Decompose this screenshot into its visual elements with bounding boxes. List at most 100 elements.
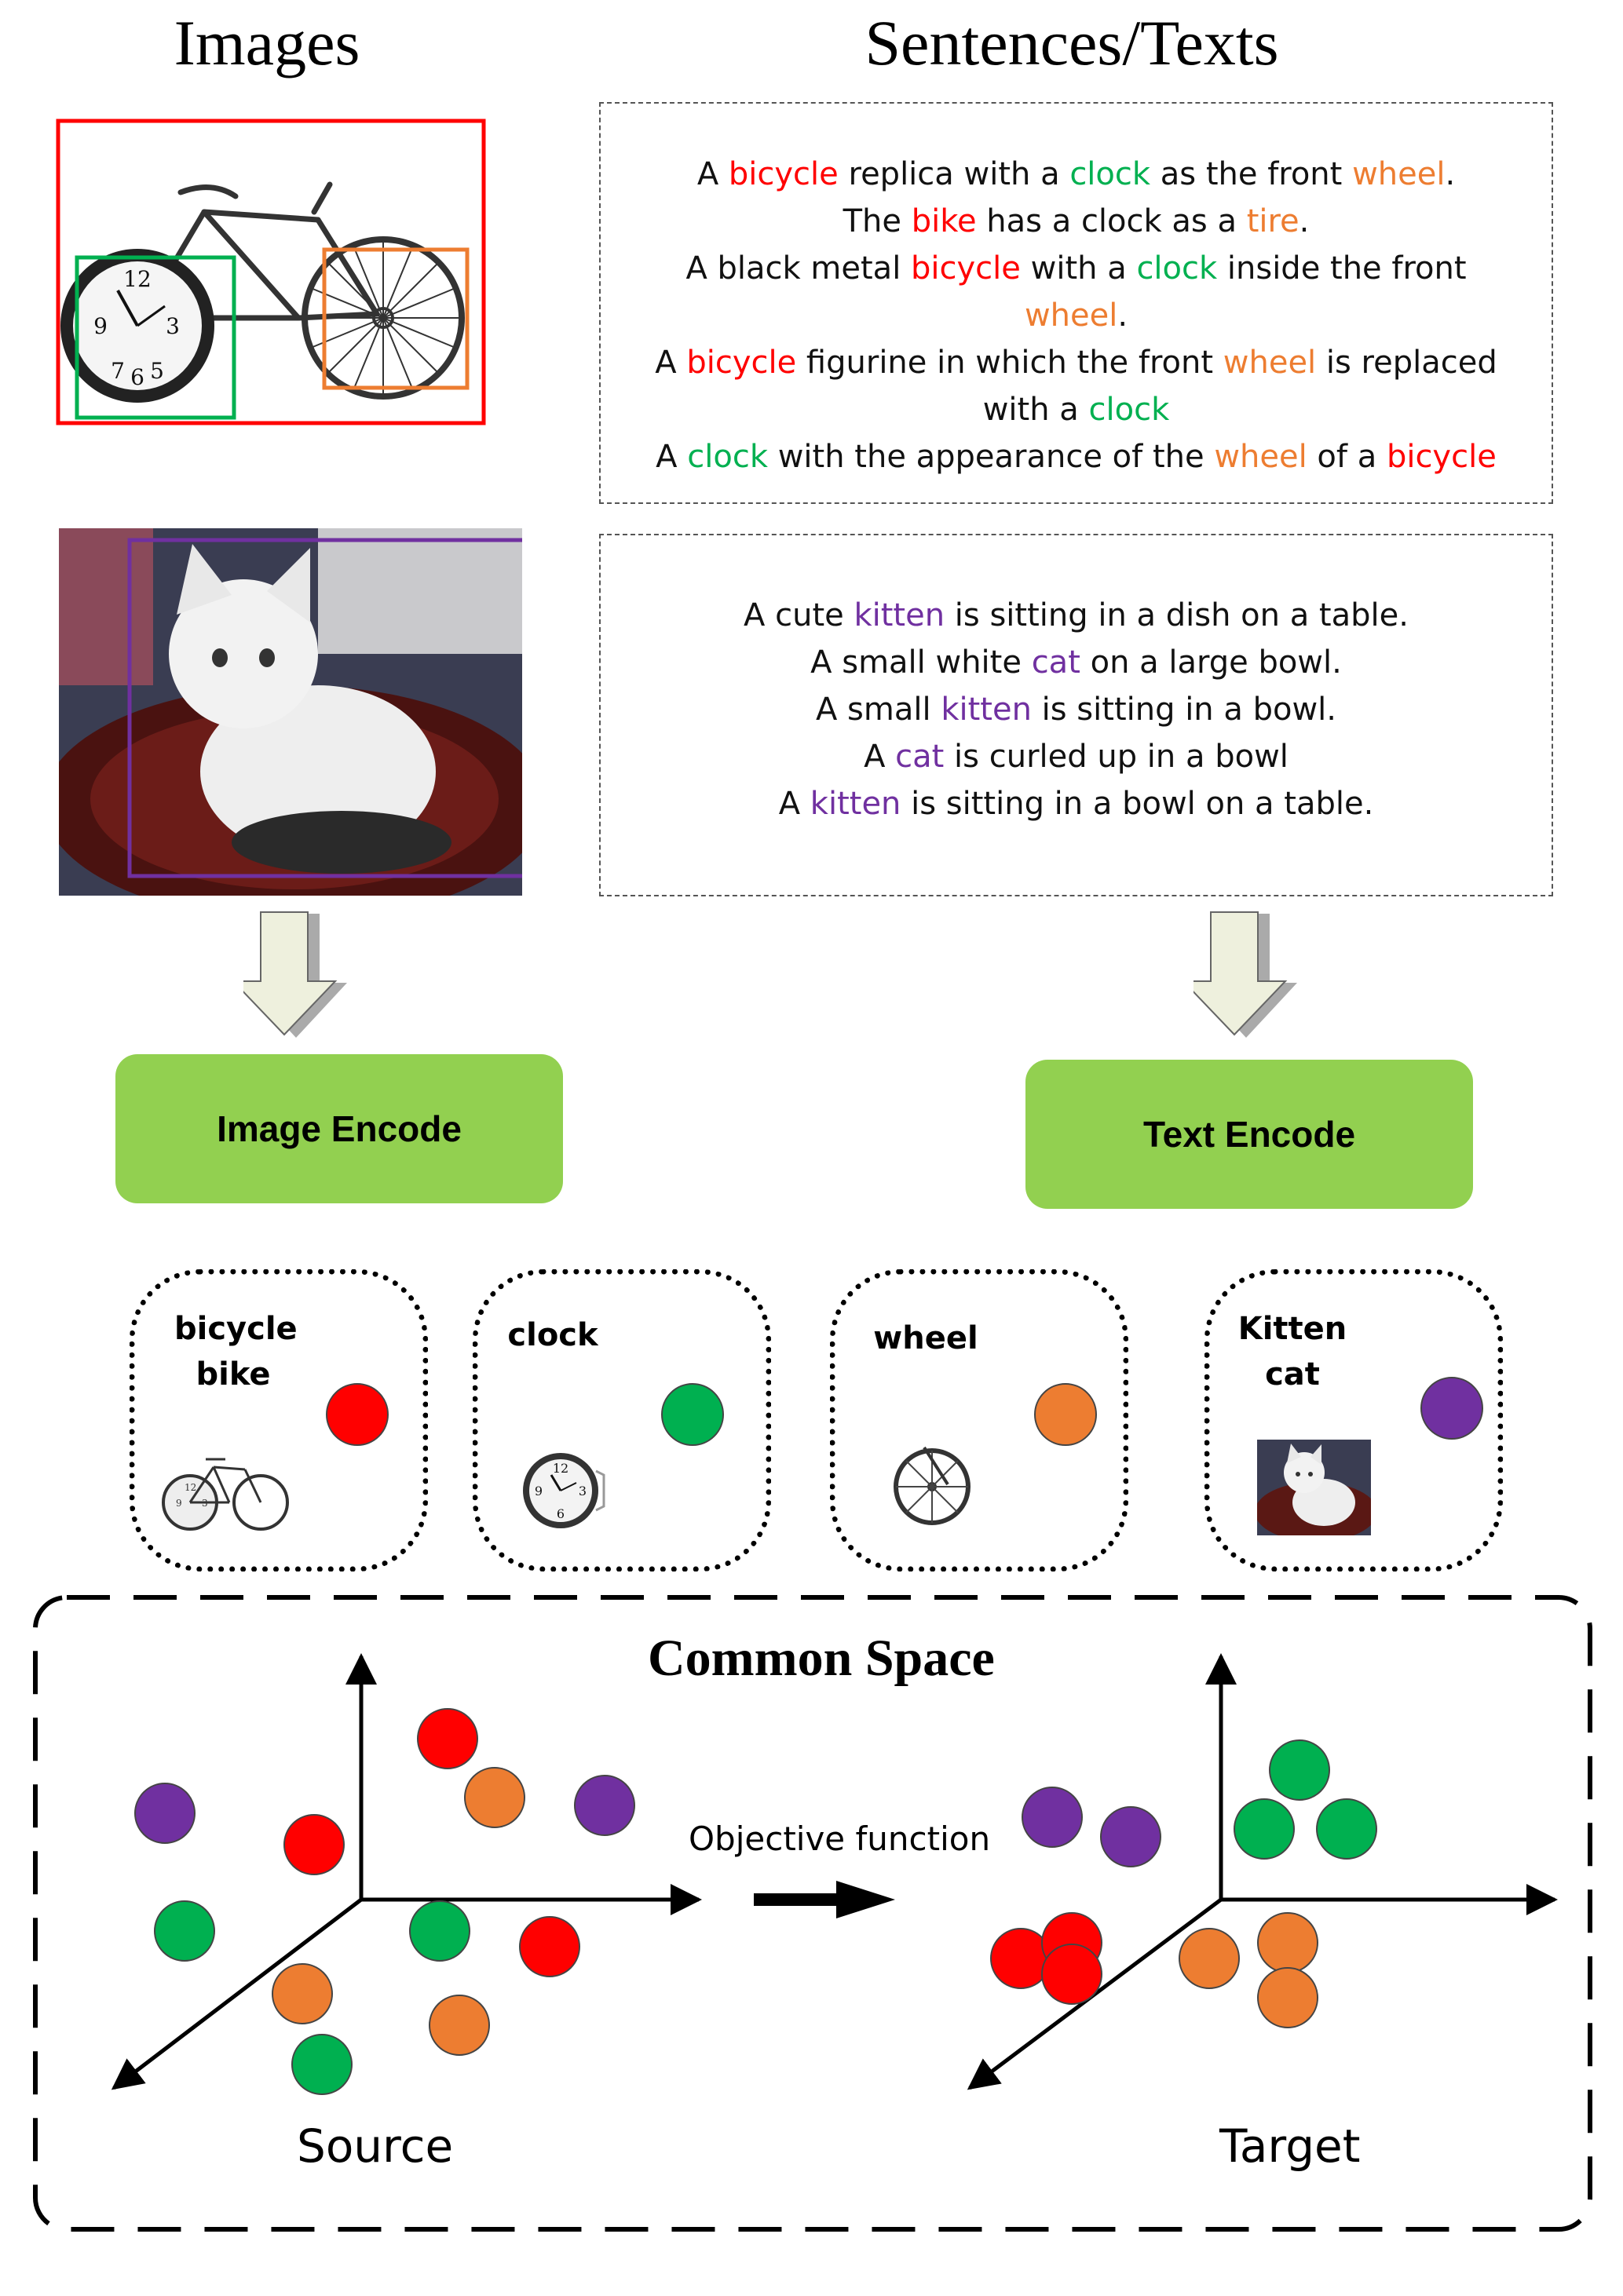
kitten-captions-box: A cute kitten is sitting in a dish on a … (599, 534, 1553, 896)
embedding-point-red (283, 1814, 345, 1875)
embedding-point-purple (574, 1775, 635, 1836)
caption-text: with a (1020, 250, 1137, 287)
caption-text: replica with a (838, 156, 1070, 192)
svg-text:9: 9 (535, 1484, 543, 1498)
concept-box-kitten: Kitten cat (1204, 1269, 1503, 1571)
image-encode-block: Image Encode (115, 1054, 563, 1203)
concept-label-line1: clock (507, 1317, 598, 1353)
caption-text: A (864, 739, 896, 775)
svg-text:12: 12 (185, 1482, 196, 1493)
embedding-point-purple (1022, 1787, 1083, 1848)
image-down-arrow (243, 911, 347, 1038)
caption-text: . (1117, 297, 1128, 334)
common-space-frame (33, 1595, 1592, 2232)
caption-keyword: clock (1088, 392, 1170, 428)
caption-keyword: bicycle (686, 345, 797, 381)
embedding-point-green (291, 2034, 353, 2095)
svg-text:12: 12 (123, 266, 152, 292)
concept-label-line1: bicycle (174, 1311, 298, 1347)
caption-text: A (778, 786, 810, 822)
caption-text: A cute (744, 597, 854, 633)
caption-line: A cat is curled up in a bowl (601, 733, 1552, 780)
caption-text: is sitting in a bowl on a table. (901, 786, 1374, 822)
caption-line: wheel. (601, 292, 1552, 339)
svg-text:9: 9 (176, 1498, 182, 1509)
caption-keyword: bike (911, 203, 977, 239)
svg-text:12: 12 (553, 1461, 568, 1476)
caption-line: A kitten is sitting in a bowl on a table… (601, 780, 1552, 827)
concept-dot-green (661, 1383, 724, 1446)
embedding-point-green (1269, 1739, 1330, 1801)
caption-text: A small white (810, 644, 1032, 681)
caption-keyword: wheel (1352, 156, 1446, 192)
target-label: Target (1219, 2119, 1361, 2173)
caption-keyword: bicycle (1386, 439, 1497, 475)
target-axes (967, 1653, 1558, 2090)
embedding-point-green (154, 1900, 215, 1962)
caption-text: is sitting in a bowl. (1031, 692, 1337, 728)
caption-text: . (1445, 156, 1456, 192)
embedding-point-red (1041, 1944, 1102, 2005)
caption-keyword: tire (1246, 203, 1299, 239)
caption-keyword: wheel (1223, 345, 1317, 381)
caption-keyword: kitten (854, 597, 945, 633)
caption-text: A (656, 439, 688, 475)
caption-line: A black metal bicycle with a clock insid… (601, 245, 1552, 292)
caption-text: A (696, 156, 729, 192)
embedding-point-orange (429, 1995, 490, 2056)
caption-text: inside the front (1217, 250, 1467, 287)
embedding-point-orange (1257, 1967, 1318, 2028)
caption-line: A bicycle figurine in which the front wh… (601, 339, 1552, 386)
caption-keyword: bicycle (911, 250, 1021, 287)
kitten-image (59, 528, 522, 896)
caption-line: A clock with the appearance of the wheel… (601, 433, 1552, 480)
source-label: Source (297, 2119, 454, 2173)
embedding-point-red (519, 1916, 580, 1977)
caption-text: with a (982, 392, 1089, 428)
text-down-arrow (1193, 911, 1297, 1038)
bicycle-icon: 129 3 (162, 1458, 289, 1531)
text-encode-block: Text Encode (1025, 1060, 1473, 1209)
embedding-point-green (1316, 1798, 1377, 1860)
svg-text:3: 3 (579, 1484, 587, 1498)
caption-text: on a large bowl. (1080, 644, 1342, 681)
caption-keyword: clock (1136, 250, 1218, 287)
concept-dot-purple (1420, 1377, 1483, 1440)
concept-label-line2: cat (1265, 1356, 1320, 1393)
concept-label-line1: wheel (873, 1320, 978, 1356)
caption-line: A bicycle replica with a clock as the fr… (601, 151, 1552, 198)
caption-text: A black metal (685, 250, 912, 287)
caption-text: A (655, 345, 687, 381)
embedding-point-orange (1179, 1928, 1240, 1989)
svg-text:9: 9 (93, 313, 108, 339)
svg-text:3: 3 (166, 313, 180, 339)
embedding-point-orange (272, 1963, 333, 2024)
caption-keyword: clock (687, 439, 768, 475)
caption-keyword: wheel (1024, 297, 1118, 334)
embedding-point-green (409, 1900, 470, 1962)
svg-text:7: 7 (111, 358, 125, 384)
concept-dot-orange (1034, 1383, 1097, 1446)
svg-text:3: 3 (202, 1498, 208, 1509)
svg-text:6: 6 (130, 364, 144, 390)
objective-function-label: Objective function (689, 1820, 991, 1858)
text-encode-label: Text Encode (1142, 1114, 1356, 1155)
caption-line: A small kitten is sitting in a bowl. (601, 686, 1552, 733)
objective-arrow (754, 1881, 895, 1918)
embedding-point-purple (1100, 1806, 1161, 1867)
caption-text: as the front (1150, 156, 1353, 192)
caption-keyword: bicycle (728, 156, 839, 192)
concept-dot-red (326, 1383, 389, 1446)
caption-text: is sitting in a dish on a table. (945, 597, 1409, 633)
embedding-point-red (417, 1708, 478, 1769)
caption-line: The bike has a clock as a tire. (601, 198, 1552, 245)
concept-box-wheel: wheel (830, 1269, 1128, 1571)
wheel-icon (894, 1446, 971, 1525)
caption-line: A cute kitten is sitting in a dish on a … (601, 592, 1552, 639)
embedding-point-orange (1257, 1912, 1318, 1973)
caption-text: has a clock as a (976, 203, 1247, 239)
